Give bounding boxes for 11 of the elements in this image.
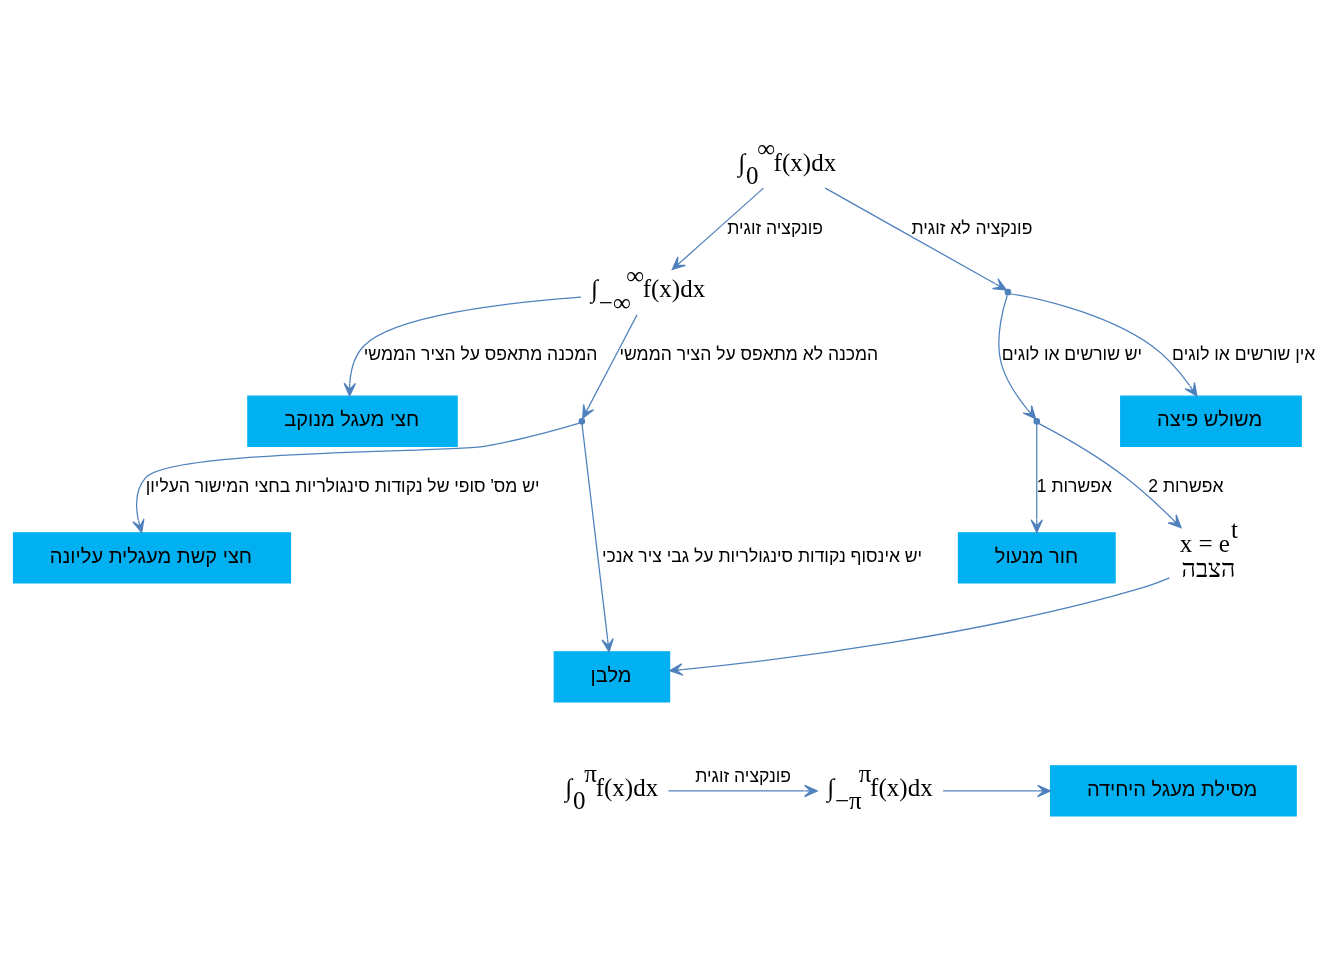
edge-label: אפשרות 1 bbox=[1036, 475, 1112, 496]
edge-label: יש שורשים או לוגים bbox=[1001, 343, 1143, 364]
edge-label: פונקציה לא זוגית bbox=[911, 216, 1033, 237]
edge-label: יש מס' סופי של נקודות סינגולריות בחצי המישור העליון bbox=[145, 475, 540, 496]
edge-label: המכנה מתאפס על הציר הממשי bbox=[363, 343, 598, 364]
edge-label: פונקציה זוגית bbox=[727, 216, 823, 237]
edge-label: יש אינסוף נקודות סינגולריות על גבי ציר אנכי bbox=[601, 545, 923, 566]
edge-label: אין שורשים או לוגים bbox=[1172, 343, 1316, 364]
edge-label: המכנה לא מתאפס על הציר הממשי bbox=[619, 343, 879, 364]
edge-label: פונקציה זוגית bbox=[695, 765, 792, 786]
edge-label: אפשרות 2 bbox=[1148, 475, 1224, 496]
